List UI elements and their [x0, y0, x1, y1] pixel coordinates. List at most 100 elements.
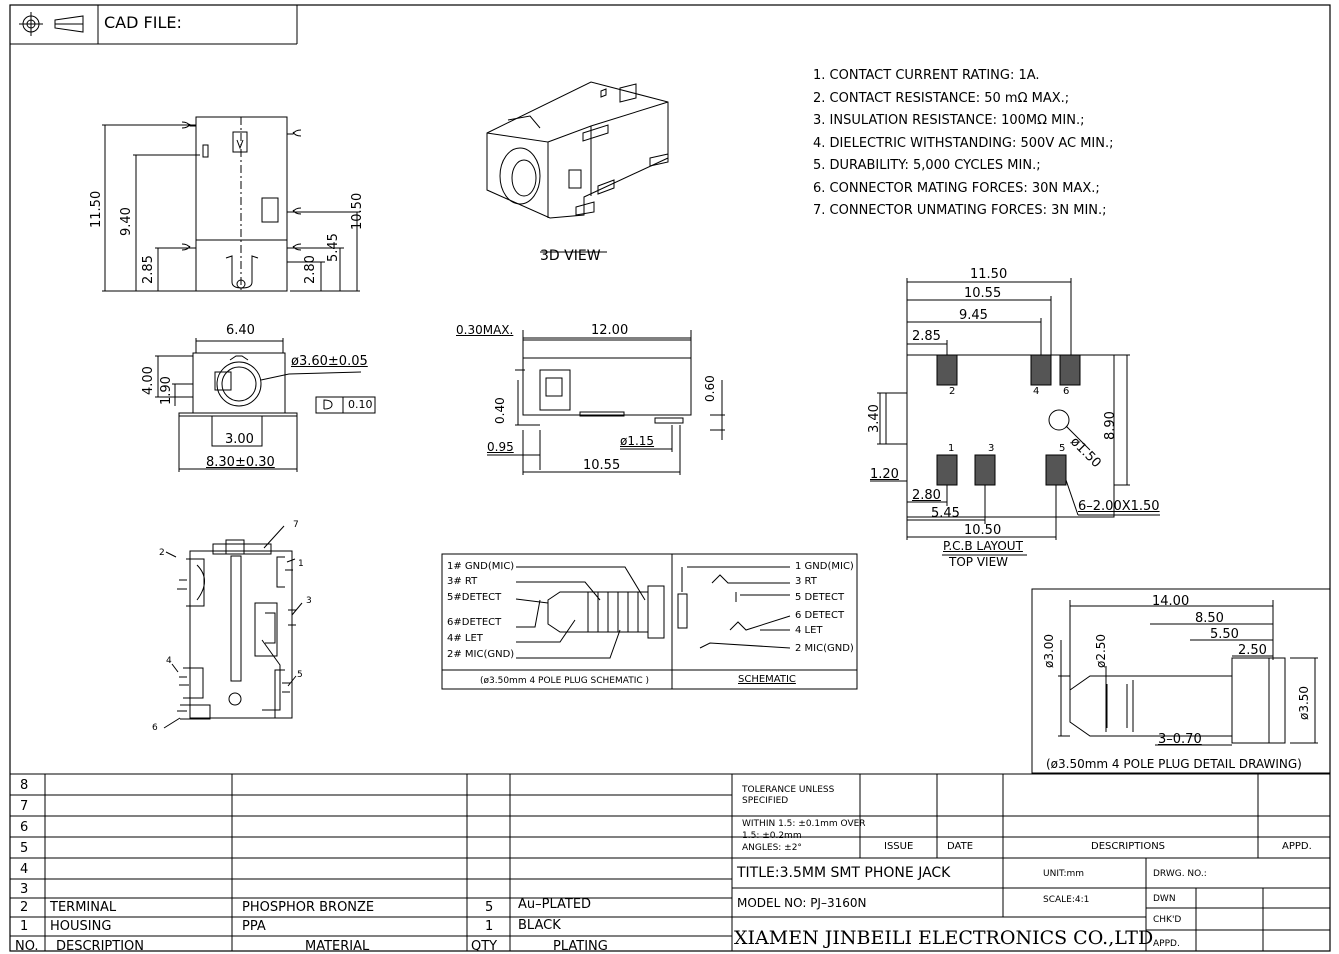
- dim-label: ø1.15: [620, 434, 655, 448]
- bom-grid: [10, 773, 1330, 951]
- schematic-left-label: 2# MIC(GND): [447, 649, 515, 660]
- bom-header-qty: QTY: [471, 939, 498, 954]
- unit-label: UNIT:mm: [1043, 869, 1085, 879]
- dim-label: ø2.50: [1094, 633, 1108, 668]
- appd-header: APPD.: [1282, 841, 1312, 852]
- bom-row-number: 6: [20, 820, 29, 835]
- spec-item: 4. DIELECTRIC WITHSTANDING: 500V AC MIN.…: [813, 136, 1114, 151]
- pcb-pads: [936, 354, 1081, 486]
- spec-item: 5. DURABILITY: 5,000 CYCLES MIN.;: [813, 158, 1041, 173]
- flatness-value: 0.10: [348, 398, 373, 411]
- company-name: XIAMEN JINBEILI ELECTRONICS CO.,LTD: [734, 927, 1154, 949]
- bom-header-description: DESCRIPTION: [56, 939, 144, 954]
- bom-qty: 5: [485, 900, 494, 915]
- approved-by-label: APPD.: [1153, 939, 1180, 949]
- tolerance-within: WITHIN 1.5: ±0.1mm OVER: [742, 819, 866, 829]
- schematic-right-label: 6 DETECT: [795, 610, 845, 621]
- dim-label: 3–0.70: [1158, 732, 1202, 747]
- side-view: [487, 330, 725, 475]
- spec-item: 3. INSULATION RESISTANCE: 100MΩ MIN.;: [813, 113, 1085, 128]
- schematic-right-label: 3 RT: [795, 576, 817, 587]
- schematic-right-label: 2 MIC(GND): [795, 643, 854, 654]
- bom-row-number: 7: [20, 799, 29, 814]
- tolerance-label: TOLERANCE UNLESS SPECIFIED: [742, 785, 835, 806]
- dim-label: 11.50: [89, 190, 104, 228]
- dim-label: 0.60: [703, 375, 717, 402]
- bom-qty: 1: [485, 919, 494, 934]
- dim-label: 0.40: [493, 397, 507, 424]
- pcb-layout-caption: P.C.B LAYOUT: [943, 539, 1023, 553]
- dim-label: 6.40: [226, 323, 255, 338]
- part-callout: 5: [297, 670, 303, 680]
- dim-label: 5.50: [1210, 627, 1239, 642]
- dim-label: 8.30±0.30: [206, 455, 275, 470]
- spec-item: 2. CONTACT RESISTANCE: 50 mΩ MAX.;: [813, 91, 1070, 106]
- dim-label: 3.00: [225, 432, 254, 447]
- drawing-frame: [9, 4, 1331, 952]
- dim-label: 2.50: [1238, 643, 1267, 658]
- spec-item: 6. CONNECTOR MATING FORCES: 30N MAX.;: [813, 181, 1100, 196]
- drawn-by-label: DWN: [1153, 894, 1176, 904]
- tolerance-angles: ANGLES: ±2°: [742, 843, 802, 853]
- bom-header-material: MATERIAL: [305, 939, 370, 954]
- schematic-left-label: 1# GND(MIC): [447, 561, 515, 572]
- issue-header: ISSUE: [884, 841, 914, 852]
- end-view: [155, 338, 376, 472]
- dim-label: 9.40: [119, 207, 134, 236]
- dim-label: 0.30MAX.: [456, 323, 514, 337]
- schematic-left-label: 3# RT: [447, 576, 478, 587]
- dim-label: 5.45: [326, 233, 341, 262]
- schematic-left-label: 4# LET: [447, 633, 483, 644]
- dim-label: 8.90: [1103, 411, 1118, 440]
- dim-label: 11.50: [970, 267, 1008, 282]
- bom-plating: Au–PLATED: [518, 897, 592, 912]
- pcb-layout: [870, 278, 1160, 556]
- dim-label: 3.40: [867, 404, 882, 433]
- schematic-left-label: 5#DETECT: [447, 592, 502, 603]
- part-callout: 6: [152, 723, 158, 733]
- dim-label: 14.00: [1152, 594, 1190, 609]
- dim-label: 2.85: [912, 329, 941, 344]
- tolerance-over: 1.5: ±0.2mm: [742, 831, 802, 841]
- dim-label: 4.00: [141, 366, 156, 395]
- pin-label: 1: [948, 443, 955, 454]
- dim-label: 1.90: [159, 376, 174, 405]
- front-view: [102, 116, 360, 292]
- bom-description: TERMINAL: [50, 900, 117, 915]
- part-callout: 4: [166, 656, 172, 666]
- bom-header-no: NO.: [15, 939, 39, 954]
- part-callout: 7: [293, 520, 299, 530]
- pin-label: 4: [1033, 386, 1040, 397]
- dim-label: 2.85: [141, 255, 156, 284]
- bom-row-number: 3: [20, 882, 29, 897]
- spec-item: 1. CONTACT CURRENT RATING: 1A.: [813, 68, 1040, 83]
- internal-view: [163, 525, 303, 729]
- pin-label: 5: [1059, 443, 1066, 454]
- plug-detail-caption: (ø3.50mm 4 POLE PLUG DETAIL DRAWING): [1046, 757, 1302, 771]
- date-header: DATE: [947, 841, 974, 852]
- cad-file-label: CAD FILE:: [104, 13, 182, 32]
- bom-row-number: 4: [20, 862, 29, 877]
- dim-label: 10.50: [350, 192, 365, 230]
- dim-label: 8.50: [1195, 611, 1224, 626]
- dim-label: 10.50: [964, 523, 1002, 538]
- bom-row-number: 8: [20, 778, 29, 793]
- part-callout: 2: [159, 548, 165, 558]
- dim-label: 10.55: [964, 286, 1002, 301]
- bom-plating: BLACK: [518, 918, 561, 933]
- plug-schematic: [441, 553, 858, 690]
- scale-label: SCALE:4:1: [1043, 895, 1090, 905]
- part-callout: 1: [298, 559, 304, 569]
- bom-description: HOUSING: [50, 919, 112, 934]
- dim-label: 12.00: [591, 323, 629, 338]
- schematic-caption: SCHEMATIC: [738, 674, 796, 685]
- schematic-right-label: 5 DETECT: [795, 592, 845, 603]
- dim-label: 0.95: [487, 440, 514, 454]
- 3d-view-caption: 3D VIEW: [540, 248, 601, 264]
- dim-label: 10.55: [583, 458, 621, 473]
- dim-label: 6–2.00X1.50: [1078, 499, 1160, 514]
- pcb-top-view-caption: TOP VIEW: [949, 555, 1009, 569]
- drawing-number-label: DRWG. NO.:: [1153, 869, 1207, 879]
- dim-label: 9.45: [959, 308, 988, 323]
